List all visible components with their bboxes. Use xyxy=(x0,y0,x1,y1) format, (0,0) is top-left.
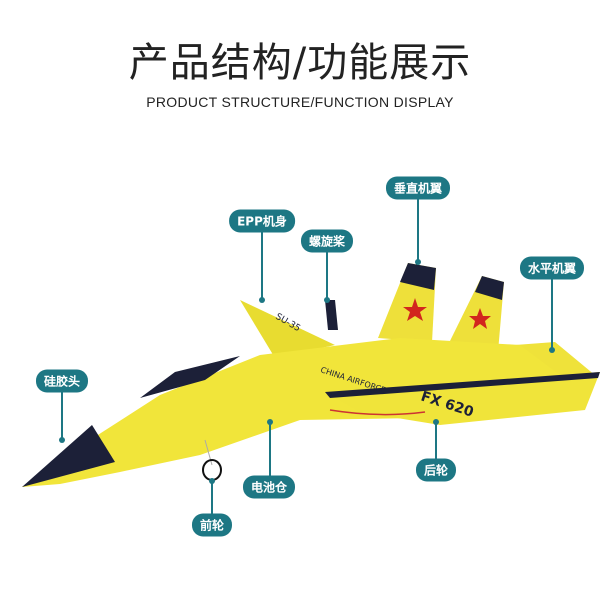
front-wheel-image xyxy=(202,459,222,481)
page-subtitle: PRODUCT STRUCTURE/FUNCTION DISPLAY xyxy=(146,94,454,110)
propeller-mount xyxy=(325,300,338,330)
callout-dot xyxy=(324,297,330,303)
star-right xyxy=(469,308,491,329)
callout-line xyxy=(417,198,419,262)
callout-line xyxy=(551,278,553,350)
label-rear-wheel: 后轮 xyxy=(415,458,457,482)
label-propeller: 螺旋桨 xyxy=(300,229,354,253)
wing-leading-edge xyxy=(325,372,600,398)
callout-line xyxy=(261,230,263,300)
canopy xyxy=(140,356,240,398)
callout-dot xyxy=(209,478,215,484)
label-battery-compartment: 电池仓 xyxy=(242,475,296,499)
label-epp-body: EPP机身 xyxy=(229,209,295,233)
fuselage xyxy=(22,338,560,487)
label-vertical-wing: 垂直机翼 xyxy=(385,176,451,200)
vertical-fin-right-tip xyxy=(475,276,504,300)
label-silicone-nose: 硅胶头 xyxy=(35,369,89,393)
callout-dot xyxy=(415,259,421,265)
far-wing xyxy=(240,300,335,358)
vertical-fin-left-tip xyxy=(400,263,436,290)
callout-dot xyxy=(59,437,65,443)
star-left xyxy=(403,298,427,321)
callout-dot xyxy=(267,419,273,425)
main-wing xyxy=(325,372,600,425)
callout-dot xyxy=(549,347,555,353)
callout-line xyxy=(211,481,213,517)
label-horizontal-wing: 水平机翼 xyxy=(519,256,585,280)
callout-line xyxy=(435,422,437,462)
callout-line xyxy=(61,390,63,440)
silicone-nose-cone xyxy=(22,425,115,487)
page-title: 产品结构/功能展示 xyxy=(128,40,472,86)
callout-line xyxy=(269,422,271,480)
callout-line xyxy=(326,250,328,300)
label-front-wheel: 前轮 xyxy=(191,513,233,537)
callout-dot xyxy=(433,419,439,425)
callout-dot xyxy=(259,297,265,303)
